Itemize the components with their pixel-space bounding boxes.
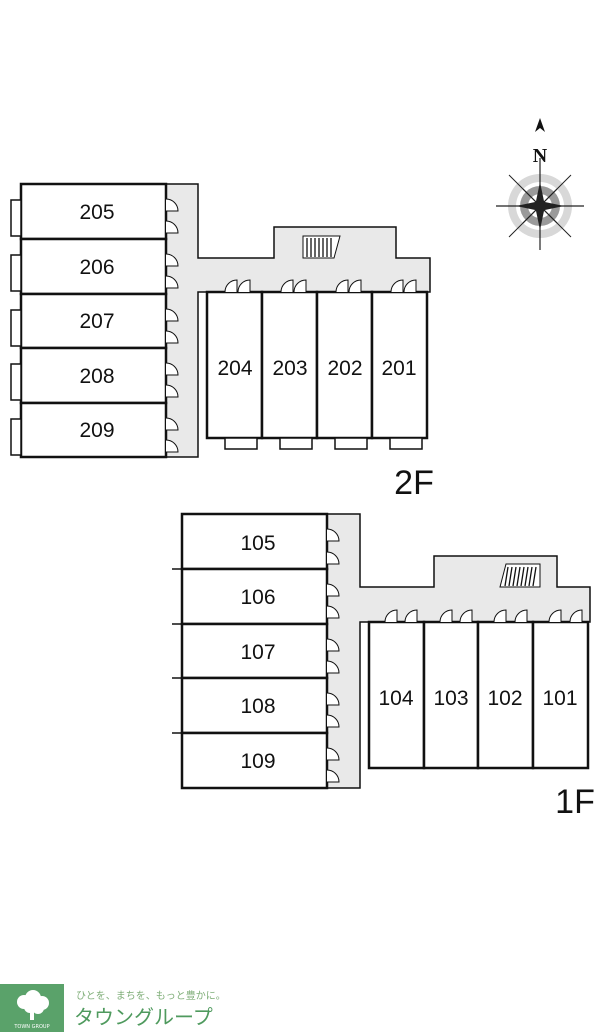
unit-label-102: 102 — [487, 687, 522, 710]
compass-rose-icon — [496, 118, 584, 250]
unit-label-103: 103 — [433, 687, 468, 710]
unit-label-101: 101 — [542, 687, 577, 710]
unit-109 — [172, 731, 340, 790]
unit-label-109: 109 — [240, 750, 275, 773]
stairs-icon — [302, 235, 341, 259]
unit-label-203: 203 — [272, 357, 307, 380]
town-group-logo: TOWN GROUP ひとを、まちを、もっと豊かに。 タウングループ — [0, 984, 226, 1032]
unit-207 — [10, 292, 179, 350]
unit-201 — [370, 279, 429, 450]
unit-101 — [531, 609, 590, 770]
unit-206 — [10, 237, 179, 296]
unit-label-207: 207 — [79, 310, 114, 333]
north-arrow-icon — [535, 118, 545, 132]
floor-label-1f: 1F — [555, 783, 595, 821]
unit-label-108: 108 — [240, 695, 275, 718]
unit-106 — [172, 567, 340, 626]
unit-205 — [10, 182, 179, 241]
unit-label-104: 104 — [378, 687, 413, 710]
unit-208 — [10, 346, 179, 405]
unit-label-206: 206 — [79, 256, 114, 279]
unit-107 — [172, 622, 340, 680]
unit-label-201: 201 — [381, 357, 416, 380]
floor-label-2f: 2F — [394, 464, 434, 502]
floor-1f: 105 106 107 108 109 104 103 102 101 1F — [172, 512, 595, 821]
floor-2f: 205 206 207 208 209 204 203 202 201 2F — [10, 182, 434, 502]
unit-204 — [205, 279, 264, 450]
unit-label-204: 204 — [217, 357, 252, 380]
unit-label-205: 205 — [79, 201, 114, 224]
unit-label-106: 106 — [240, 586, 275, 609]
unit-202 — [315, 279, 374, 450]
unit-209 — [10, 401, 179, 459]
logo-name: タウングループ — [74, 1005, 213, 1029]
stairs-icon — [499, 563, 541, 588]
unit-105 — [180, 512, 340, 571]
compass-north-label: N — [533, 145, 548, 167]
unit-108 — [172, 676, 340, 735]
logo-small-text: TOWN GROUP — [13, 1024, 49, 1030]
unit-label-105: 105 — [240, 532, 275, 555]
unit-label-208: 208 — [79, 365, 114, 388]
logo-tagline: ひとを、まちを、もっと豊かに。 — [76, 989, 226, 1002]
unit-label-107: 107 — [240, 641, 275, 664]
unit-label-209: 209 — [79, 419, 114, 442]
unit-label-202: 202 — [327, 357, 362, 380]
corridor-2f — [165, 183, 431, 458]
